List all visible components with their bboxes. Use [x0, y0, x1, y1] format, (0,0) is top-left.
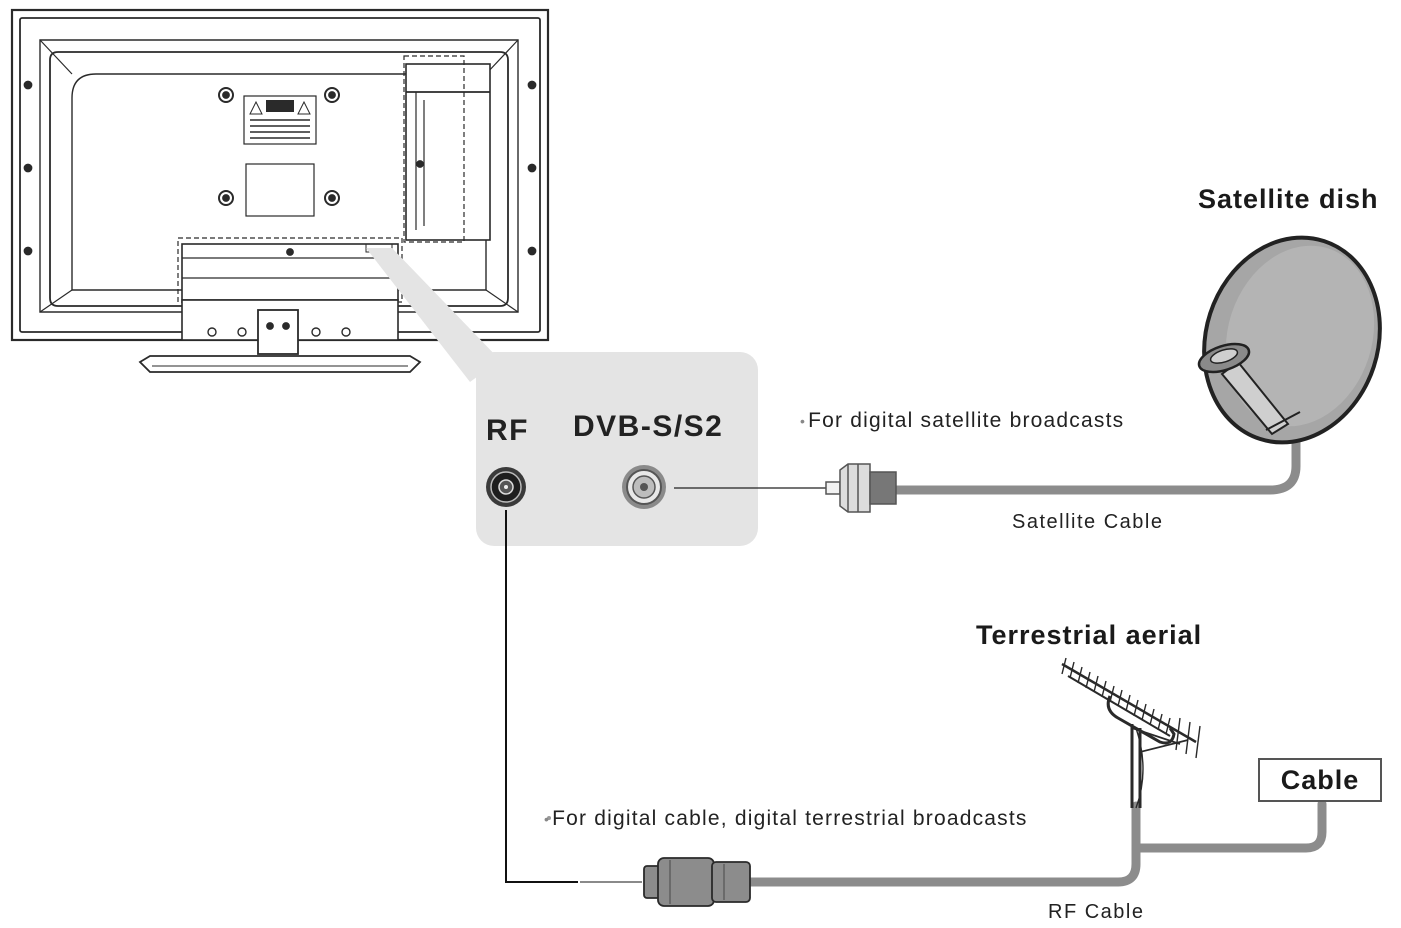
- terrestrial-aerial-icon: [1061, 657, 1201, 809]
- terrestrial-note-text: For digital cable, digital terrestrial b…: [552, 807, 1028, 830]
- cable-source-label: Cable: [1280, 764, 1360, 795]
- rf-cable: [743, 801, 1141, 887]
- rf-port-label: RF: [486, 414, 529, 447]
- f-connector-jack-icon: [622, 465, 666, 509]
- satellite-dish-label: Satellite dish: [1198, 184, 1379, 214]
- cable-branch: [1131, 799, 1327, 853]
- satellite-cable-label: Satellite Cable: [1012, 511, 1164, 533]
- satellite-note: •For digital satellite broadcasts: [800, 410, 1124, 431]
- tv-back-icon: [10, 8, 550, 373]
- rf-signal-line: [505, 510, 578, 883]
- coax-plug-icon: [643, 857, 751, 907]
- satellite-cable: [891, 441, 1301, 495]
- bullet-icon: •: [544, 811, 551, 828]
- dvb-port-label: DVB-S/S2: [573, 410, 724, 443]
- f-connector-plug-icon: [825, 463, 897, 513]
- terrestrial-note: •For digital cable, digital terrestrial …: [544, 808, 1028, 829]
- cable-source-box: Cable: [1258, 758, 1382, 802]
- bullet-icon: •: [800, 413, 807, 430]
- satellite-note-text: For digital satellite broadcasts: [808, 409, 1125, 432]
- rf-cable-label: RF Cable: [1048, 901, 1145, 923]
- connector-panel: [476, 352, 758, 546]
- satellite-dish-icon: [1197, 235, 1382, 448]
- coax-jack-icon: [486, 467, 526, 507]
- zoom-callout-beam: [366, 248, 500, 382]
- terrestrial-aerial-label: Terrestrial aerial: [976, 620, 1203, 650]
- bullet-dot: [547, 816, 551, 820]
